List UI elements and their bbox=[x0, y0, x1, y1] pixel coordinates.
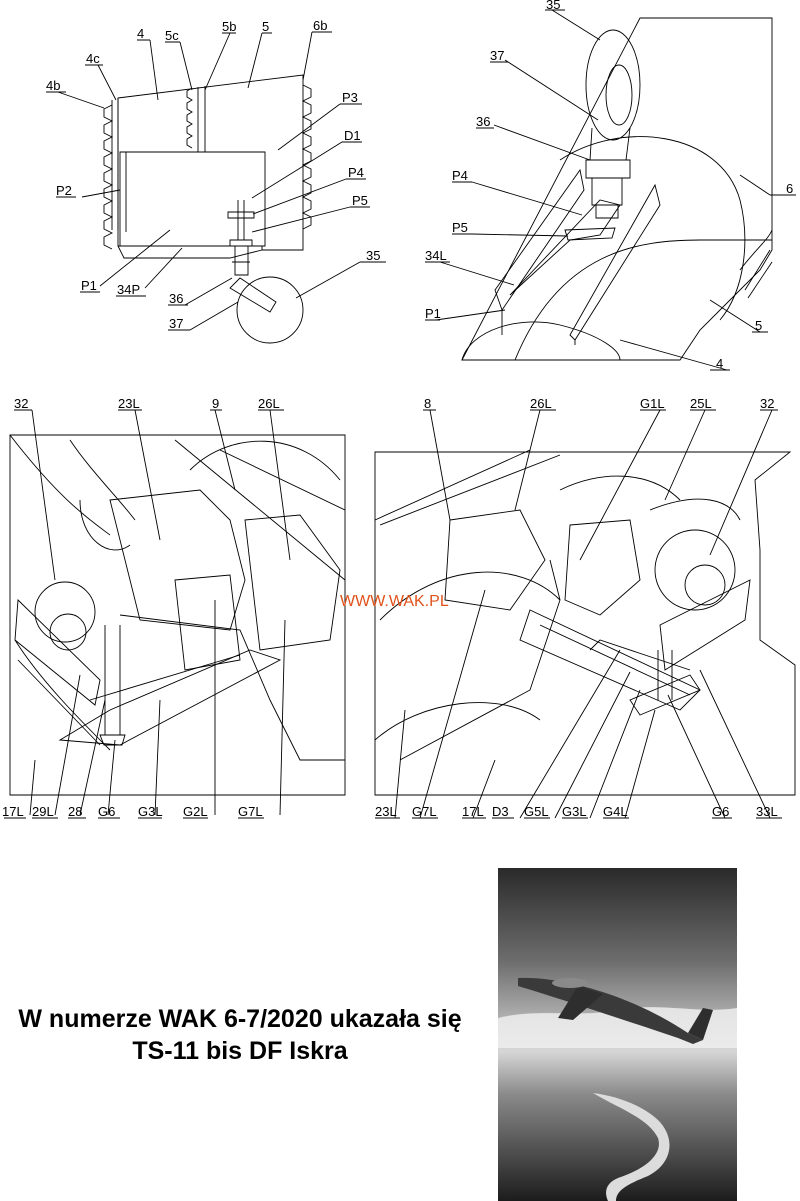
label-6b: 6b bbox=[313, 18, 327, 33]
label-5: 5 bbox=[262, 19, 269, 34]
label-G7L: G7L bbox=[412, 804, 437, 819]
mid-right-labels: 8 26L G1L 25L 32 23L G7L 17L D3 G5L G3L … bbox=[375, 396, 778, 819]
label-35: 35 bbox=[546, 0, 560, 12]
top-left-labels: 4 5c 5b 5 6b 4c 4b P3 D1 P4 P5 P2 35 P1 … bbox=[46, 18, 380, 331]
announcement: W numerze WAK 6-7/2020 ukazała się TS-11… bbox=[0, 1003, 480, 1067]
label-5b: 5b bbox=[222, 19, 236, 34]
label-34L: 34L bbox=[425, 248, 447, 263]
label-4c: 4c bbox=[86, 51, 100, 66]
mid-left-labels: 32 23L 9 26L 17L 29L 28 G6 G3L G2L G7L bbox=[2, 396, 280, 819]
label-G5L: G5L bbox=[524, 804, 549, 819]
label-G7L: G7L bbox=[238, 804, 263, 819]
label-26L: 26L bbox=[530, 396, 552, 411]
label-P5: P5 bbox=[352, 193, 368, 208]
label-P2: P2 bbox=[56, 183, 72, 198]
jet-photo-illustration bbox=[498, 977, 737, 1201]
announcement-line-1: W numerze WAK 6-7/2020 ukazała się bbox=[18, 1005, 462, 1033]
panel-top-left bbox=[46, 31, 386, 344]
label-17L: 17L bbox=[2, 804, 24, 819]
label-23L: 23L bbox=[375, 804, 397, 819]
label-4b: 4b bbox=[46, 78, 60, 93]
label-4: 4 bbox=[137, 26, 144, 41]
label-36: 36 bbox=[476, 114, 490, 129]
label-P5: P5 bbox=[452, 220, 468, 235]
label-G2L: G2L bbox=[183, 804, 208, 819]
label-37: 37 bbox=[169, 316, 183, 331]
label-G1L: G1L bbox=[640, 396, 665, 411]
label-4: 4 bbox=[716, 356, 723, 371]
jet-icon bbox=[518, 977, 713, 1044]
label-P4: P4 bbox=[348, 165, 364, 180]
panel-top-right bbox=[425, 9, 796, 371]
label-D1: D1 bbox=[344, 128, 361, 143]
label-25L: 25L bbox=[690, 396, 712, 411]
top-right-labels: 35 37 36 P4 P5 34L P1 6 5 4 bbox=[425, 0, 793, 371]
panel-mid-left bbox=[4, 409, 346, 819]
magazine-cover-photo bbox=[498, 868, 737, 1201]
label-G3L: G3L bbox=[562, 804, 587, 819]
label-9: 9 bbox=[212, 396, 219, 411]
label-23L: 23L bbox=[118, 396, 140, 411]
label-P1: P1 bbox=[81, 278, 97, 293]
label-35: 35 bbox=[366, 248, 380, 263]
label-5: 5 bbox=[755, 318, 762, 333]
label-34P: 34P bbox=[117, 282, 140, 297]
panel-mid-right bbox=[374, 409, 796, 819]
label-5c: 5c bbox=[165, 28, 179, 43]
label-28: 28 bbox=[68, 804, 82, 819]
label-8: 8 bbox=[424, 396, 431, 411]
announcement-line-2: TS-11 bis DF Iskra bbox=[132, 1037, 348, 1065]
label-G3L: G3L bbox=[138, 804, 163, 819]
label-P3: P3 bbox=[342, 90, 358, 105]
label-29L: 29L bbox=[32, 804, 54, 819]
watermark: WWW.WAK.PL bbox=[340, 593, 449, 610]
label-G4L: G4L bbox=[603, 804, 628, 819]
label-36: 36 bbox=[169, 291, 183, 306]
label-37: 37 bbox=[490, 48, 504, 63]
label-32: 32 bbox=[760, 396, 774, 411]
label-P4: P4 bbox=[452, 168, 468, 183]
label-33L: 33L bbox=[756, 804, 778, 819]
label-6: 6 bbox=[786, 181, 793, 196]
label-32: 32 bbox=[14, 396, 28, 411]
label-G6: G6 bbox=[712, 804, 729, 819]
label-P1: P1 bbox=[425, 306, 441, 321]
label-17L: 17L bbox=[462, 804, 484, 819]
label-D3: D3 bbox=[492, 804, 509, 819]
label-26L: 26L bbox=[258, 396, 280, 411]
label-G6: G6 bbox=[98, 804, 115, 819]
